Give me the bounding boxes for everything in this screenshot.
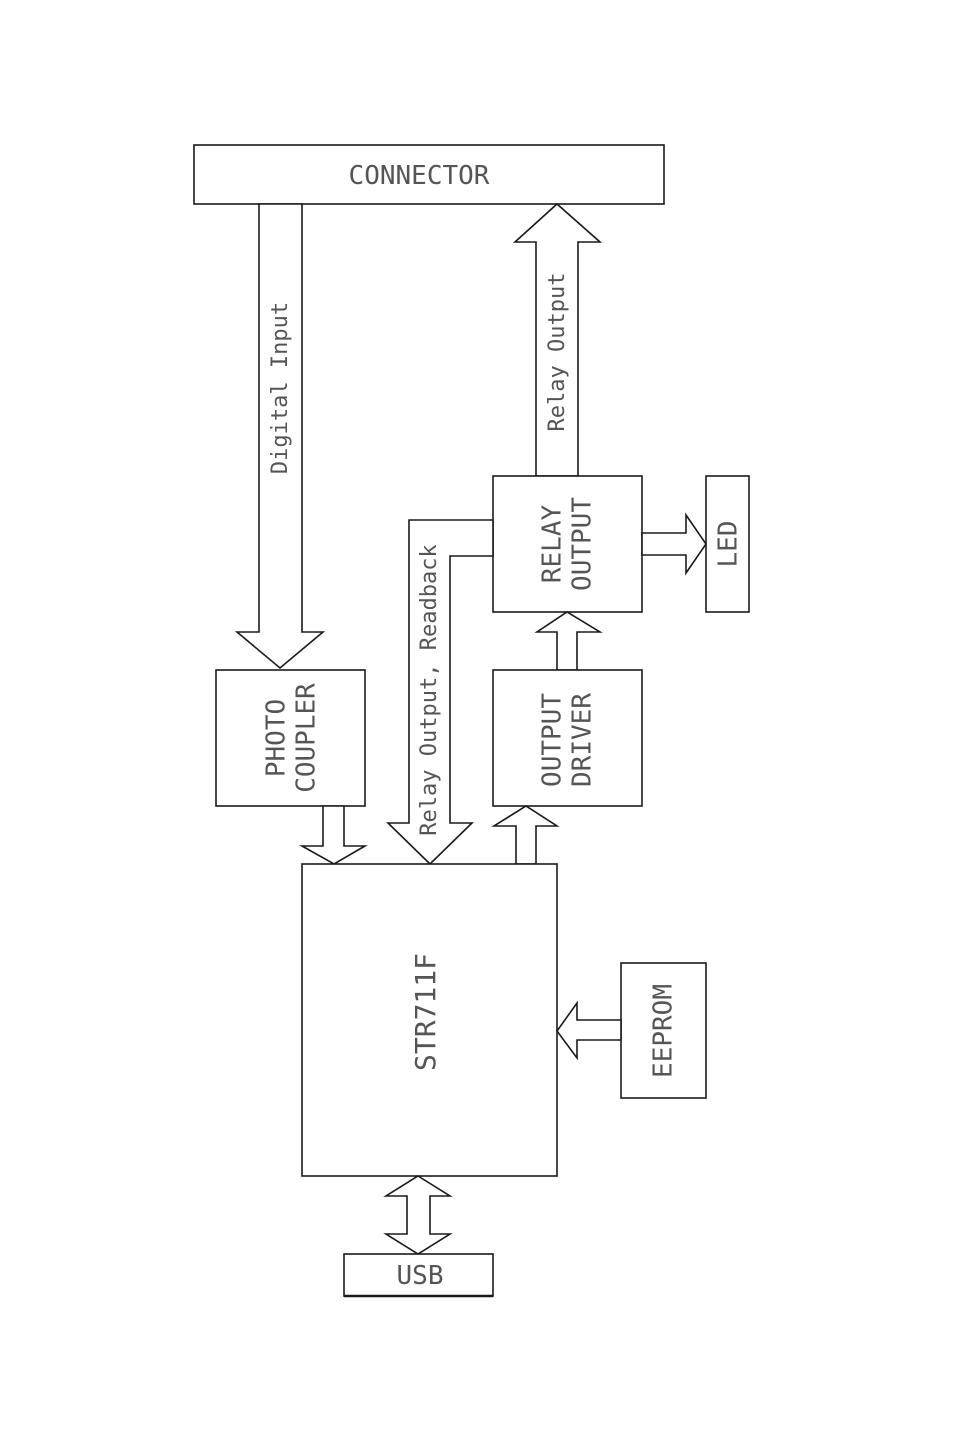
relay-output-block-line1: RELAY — [538, 505, 568, 584]
eeprom-to-mcu-arrow — [556, 1000, 622, 1061]
coupler-to-mcu-arrow — [298, 805, 368, 865]
eeprom-label: EEPROM — [649, 984, 679, 1078]
photo-coupler-block — [215, 669, 366, 807]
connector-block — [193, 144, 665, 205]
output-driver-line1: OUTPUT — [538, 693, 568, 787]
output-driver-line2: DRIVER — [568, 693, 598, 787]
usb-block — [343, 1253, 494, 1297]
relay-output-label: Relay Output — [545, 273, 570, 432]
led-block — [705, 475, 750, 613]
relay-readback-arrow — [386, 519, 494, 866]
mcu-to-driver-arrow — [491, 805, 560, 865]
photo-coupler-line2: COUPLER — [292, 683, 322, 793]
driver-to-relay-arrow — [534, 611, 603, 671]
usb-label: USB — [397, 1261, 444, 1291]
output-driver-block — [492, 669, 643, 807]
photo-coupler-line1: PHOTO — [262, 699, 292, 777]
mcu-block — [301, 863, 558, 1177]
digital-input-label: Digital Input — [268, 302, 293, 474]
relay-readback-label: Relay Output, Readback — [417, 544, 442, 835]
mcu-label: STR711F — [409, 953, 442, 1071]
relay-output-block-line2: OUTPUT — [568, 497, 598, 591]
led-label: LED — [714, 521, 744, 568]
led-arrow — [641, 512, 707, 576]
connector-label: CONNECTOR — [349, 161, 490, 191]
mcu-usb-double-arrow — [383, 1175, 453, 1255]
eeprom-block — [620, 962, 707, 1099]
digital-input-arrow — [234, 203, 326, 670]
relay-output-arrow — [512, 202, 603, 477]
